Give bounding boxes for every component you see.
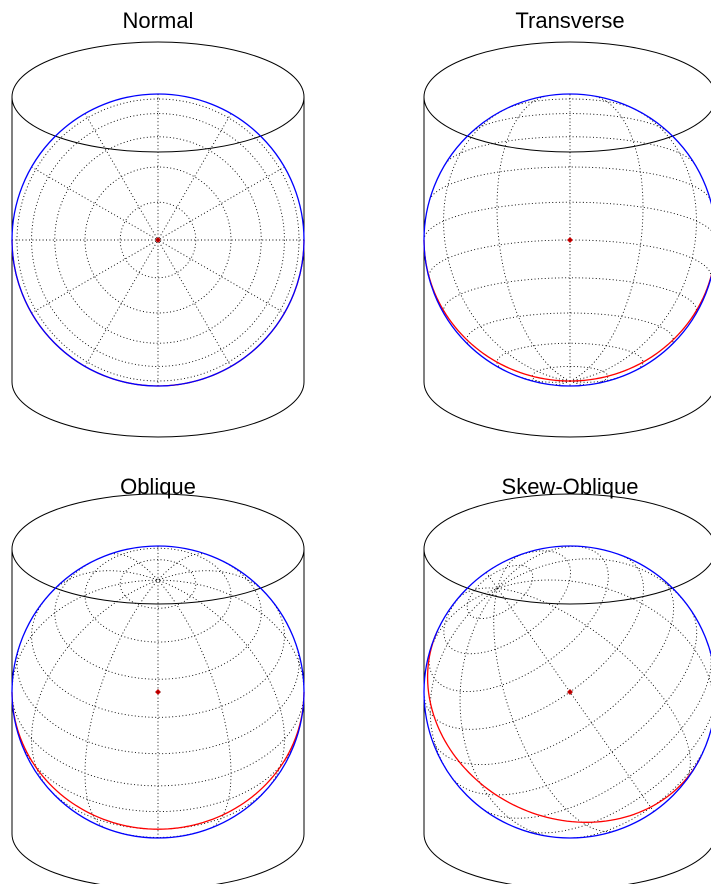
graticule-meridian [157,553,209,581]
globe-normal [11,93,305,387]
cylinder-top-rim [423,493,711,605]
graticule-parallel [450,608,698,796]
graticule-meridian [497,579,711,687]
graticule-meridian [157,113,232,241]
projection-center-marker [155,237,161,243]
globe-transverse [423,93,711,387]
graticule-meridian [569,108,697,382]
tangent-line [11,239,305,387]
graticule-parallel [496,342,644,371]
graticule-meridian [569,274,711,382]
graticule-parallel [443,550,572,655]
graticule-parallel [48,788,268,830]
graticule-parallel [11,691,305,787]
projection-center-marker [567,237,573,243]
globe-outline [11,545,305,839]
graticule-meridian [107,553,159,581]
panel-skew-oblique: Skew-Oblique [423,474,711,884]
graticule-parallel [445,136,695,165]
panel-normal: Normal [11,8,305,438]
graticule-meridian [84,113,159,241]
graticule-meridian [569,372,630,383]
cylinder-transverse [423,41,711,438]
graticule-parallel [428,239,711,280]
graticule-meridian [157,579,285,789]
graticule-meridian [493,588,618,833]
graticule-meridian [31,239,159,314]
cylinder-bottom-rim [11,833,305,884]
globe-outline [11,93,305,387]
graticule-parallel [31,597,285,718]
graticule-parallel [470,113,670,134]
projection-center-marker [155,689,161,695]
globe-skew-oblique [423,545,711,839]
globe-oblique [11,545,305,839]
graticule-parallel [505,98,635,110]
graticule-meridian [443,108,571,382]
graticule-parallel [423,201,711,241]
globe-outline [423,93,711,387]
globe-outline [423,545,711,839]
panel-title-skew-oblique: Skew-Oblique [502,474,639,499]
graticule-parallel [466,564,534,620]
panel-title-normal: Normal [123,8,194,33]
graticule-parallel [531,365,609,387]
graticule-meridian [497,554,522,589]
graticule-meridian [157,579,232,829]
graticule-parallel [84,547,232,643]
graticule-meridian [31,166,159,241]
tangent-line [11,691,305,830]
projection-center-marker [567,689,573,695]
graticule-parallel [54,557,262,680]
graticule-meridian [84,579,159,829]
cylinder-bottom-rim [11,381,305,438]
graticule-meridian [459,588,554,838]
graticule-parallel [11,239,305,387]
graticule-meridian [157,570,266,594]
graticule-meridian [569,95,644,382]
tangent-line [423,239,711,382]
graticule-meridian [497,587,691,784]
graticule-parallel [16,98,300,382]
graticule-parallel [119,201,197,279]
cylinder-bottom-rim [423,381,711,438]
graticule-parallel [16,644,300,755]
graticule-meridian [157,239,285,314]
graticule-meridian [50,570,159,594]
graticule-meridian [423,239,571,382]
tangent-line [426,630,702,823]
graticule-parallel [570,742,708,839]
graticule-meridian [485,572,498,589]
graticule-meridian [497,558,690,609]
panel-oblique: Oblique [11,474,305,884]
graticule-meridian [428,588,498,655]
graticule-parallel [430,576,675,766]
graticule-meridian [157,166,285,241]
graticule-meridian [31,579,159,789]
graticule-parallel [423,554,644,730]
graticule-parallel [521,715,711,834]
panel-title-transverse: Transverse [515,8,624,33]
panel-transverse: Transverse [423,8,711,438]
graticule-parallel [119,559,197,609]
graticule-meridian [496,95,571,382]
graticule-meridian [457,587,498,600]
graticule-meridian [429,588,498,776]
cylinder-bottom-rim [423,833,711,884]
graticule-meridian [497,588,655,812]
graticule-meridian [157,239,232,367]
cylinder-top-rim [423,41,711,153]
graticule-meridian [510,372,571,383]
